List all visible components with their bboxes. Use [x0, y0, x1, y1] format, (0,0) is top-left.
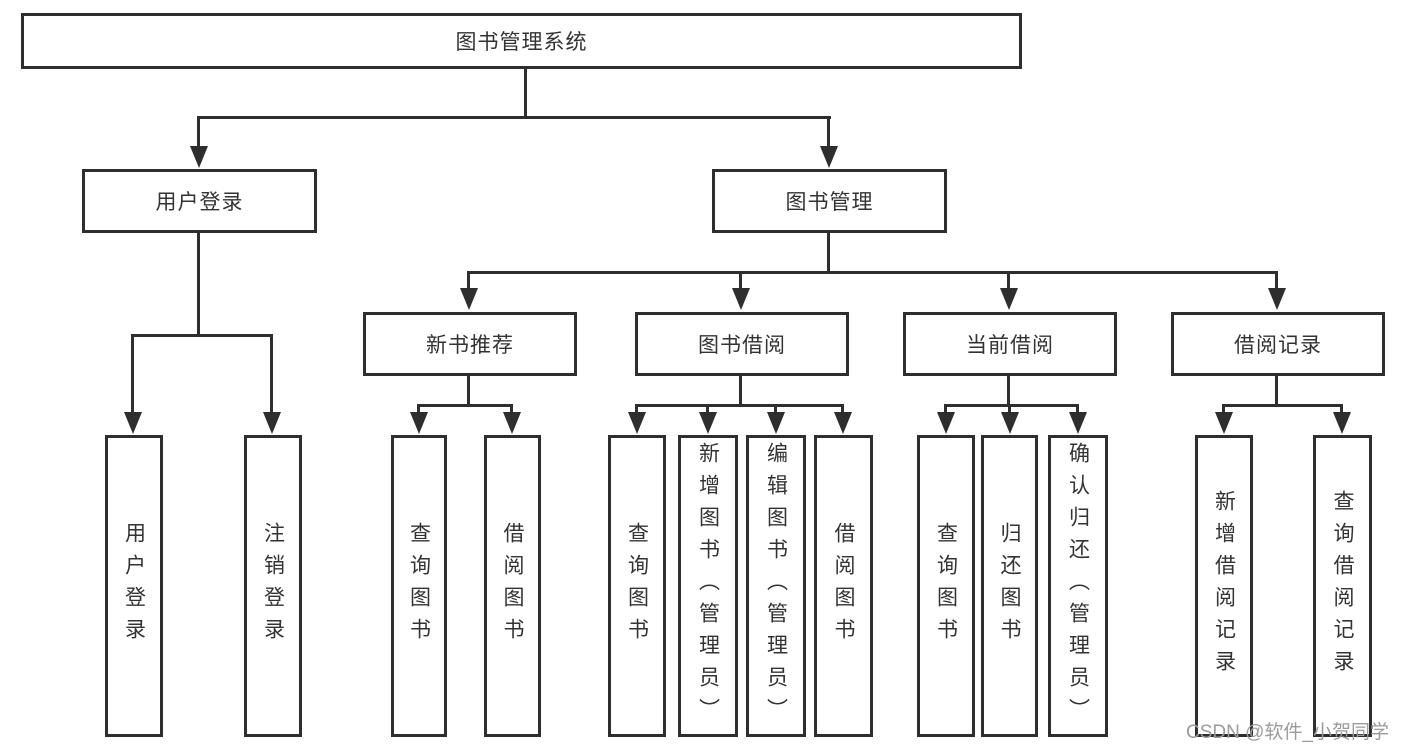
leaf-borrow-edit-book-admin: 编辑图书（管理员）	[746, 435, 806, 737]
connector-line	[739, 376, 742, 407]
node-book-management-label: 图书管理	[785, 191, 874, 214]
leaf-newrec-query-book-label: 查询图书	[407, 522, 431, 650]
node-current-borrow: 当前借阅	[903, 312, 1117, 376]
node-user-login: 用户登录	[82, 169, 317, 233]
leaf-borrow-borrow-book: 借阅图书	[814, 435, 873, 737]
connector-line	[131, 334, 134, 414]
node-user-login-label: 用户登录	[155, 191, 244, 214]
connector-line	[1007, 376, 1010, 407]
connector-line	[467, 376, 470, 407]
connector-line	[524, 68, 527, 119]
connector-arrowhead	[460, 288, 478, 310]
connector-arrowhead	[124, 412, 142, 434]
connector-arrowhead	[1333, 412, 1351, 434]
connector-arrowhead	[1215, 412, 1233, 434]
connector-arrowhead	[503, 412, 521, 434]
leaf-newrec-query-book: 查询图书	[391, 435, 447, 737]
connector-line	[841, 404, 844, 414]
connector-line	[635, 404, 638, 414]
connector-arrowhead	[190, 146, 208, 168]
connector-line	[1076, 404, 1079, 414]
connector-line	[1275, 376, 1278, 407]
leaf-record-add-record: 新增借阅记录	[1195, 435, 1253, 737]
connector-line	[827, 116, 830, 148]
connector-arrowhead	[732, 288, 750, 310]
leaf-current-return-book: 归还图书	[981, 435, 1038, 737]
connector-line	[1007, 271, 1010, 291]
leaf-logout-label: 注销登录	[261, 522, 285, 650]
connector-line	[1340, 404, 1343, 414]
connector-arrowhead	[1268, 288, 1286, 310]
connector-line	[739, 271, 742, 291]
node-new-book-recommend-label: 新书推荐	[426, 334, 514, 357]
connector-line	[827, 233, 830, 274]
node-root: 图书管理系统	[21, 13, 1022, 69]
connector-line	[1008, 404, 1011, 414]
connector-arrowhead	[628, 412, 646, 434]
connector-line	[197, 116, 200, 148]
node-root-label: 图书管理系统	[455, 31, 588, 54]
node-borrow-record: 借阅记录	[1171, 312, 1385, 376]
connector-arrowhead	[820, 146, 838, 168]
leaf-borrow-query-book: 查询图书	[608, 435, 666, 737]
connector-line	[131, 334, 273, 337]
leaf-record-add-record-label: 新增借阅记录	[1212, 490, 1236, 682]
connector-line	[774, 404, 777, 414]
node-book-borrow: 图书借阅	[635, 312, 849, 376]
connector-line	[270, 334, 273, 414]
leaf-current-confirm-return-admin: 确认归还（管理员）	[1048, 435, 1108, 737]
leaf-current-confirm-return-admin-label: 确认归还（管理员）	[1066, 442, 1090, 730]
connector-line	[197, 116, 831, 119]
leaf-borrow-edit-book-admin-label: 编辑图书（管理员）	[764, 442, 788, 730]
leaf-logout: 注销登录	[244, 435, 302, 737]
leaf-borrow-borrow-book-label: 借阅图书	[832, 522, 855, 650]
connector-line	[944, 404, 1079, 407]
connector-line	[197, 233, 200, 337]
node-new-book-recommend: 新书推荐	[363, 312, 577, 376]
connector-arrowhead	[1069, 412, 1087, 434]
csdn-watermark: CSDN @软件_小贺同学	[1186, 722, 1389, 743]
connector-line	[706, 404, 709, 414]
connector-line	[467, 271, 1278, 274]
node-book-borrow-label: 图书借阅	[698, 334, 786, 357]
leaf-current-query-book-label: 查询图书	[934, 522, 958, 650]
connector-line	[944, 404, 947, 414]
connector-arrowhead	[263, 412, 281, 434]
leaf-current-query-book: 查询图书	[917, 435, 975, 737]
leaf-current-return-book-label: 归还图书	[998, 522, 1021, 650]
leaf-newrec-borrow-book: 借阅图书	[484, 435, 541, 737]
connector-line	[417, 404, 420, 414]
connector-line	[510, 404, 513, 414]
connector-arrowhead	[767, 412, 785, 434]
connector-line	[1222, 404, 1225, 414]
connector-arrowhead	[410, 412, 428, 434]
leaf-record-query-record: 查询借阅记录	[1313, 435, 1372, 737]
connector-arrowhead	[1001, 412, 1019, 434]
connector-line	[1222, 404, 1343, 407]
leaf-user-login-label: 用户登录	[122, 522, 146, 650]
connector-arrowhead	[1000, 288, 1018, 310]
leaf-record-query-record-label: 查询借阅记录	[1331, 490, 1354, 682]
leaf-borrow-add-book-admin: 新增图书（管理员）	[678, 435, 738, 737]
node-borrow-record-label: 借阅记录	[1234, 334, 1322, 357]
leaf-borrow-query-book-label: 查询图书	[625, 522, 649, 650]
connector-line	[467, 271, 470, 291]
connector-arrowhead	[834, 412, 852, 434]
connector-line	[1275, 271, 1278, 291]
leaf-user-login: 用户登录	[105, 435, 163, 737]
connector-line	[417, 404, 513, 407]
node-book-management: 图书管理	[712, 169, 947, 233]
connector-arrowhead	[937, 412, 955, 434]
node-current-borrow-label: 当前借阅	[966, 334, 1054, 357]
connector-arrowhead	[699, 412, 717, 434]
leaf-borrow-add-book-admin-label: 新增图书（管理员）	[696, 442, 720, 730]
leaf-newrec-borrow-book-label: 借阅图书	[501, 522, 524, 650]
connector-line	[635, 404, 844, 407]
